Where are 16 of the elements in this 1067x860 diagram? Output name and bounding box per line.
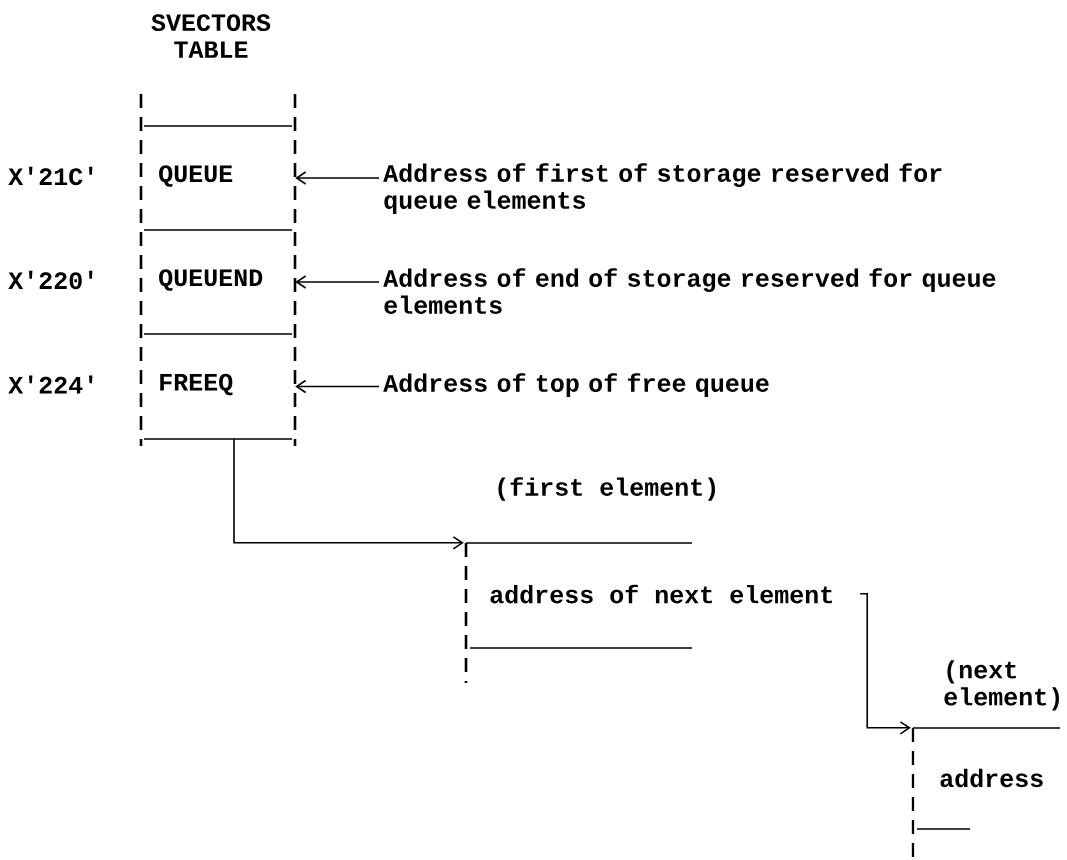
note-text: Address of top of free queue (383, 373, 769, 397)
arrow (295, 379, 380, 394)
queue-element-box: (next element) address (911, 660, 1061, 860)
arrow (859, 593, 911, 735)
address-label: X'224' (8, 375, 93, 394)
note-text: Address of first of storage reserved for queue elements (383, 163, 942, 214)
table-cell: FREEQ (143, 373, 293, 440)
arrow (295, 275, 380, 289)
table-cell: QUEUEND (143, 269, 293, 335)
address-label: X'220' (8, 270, 93, 290)
note-text: Address of end of storage reserved for queue elements (383, 268, 996, 314)
arrow (295, 171, 380, 185)
queue-element-box: (first element) address of next element (464, 477, 832, 683)
address-label: X'21C' (8, 166, 93, 186)
table-cell: QUEUE (143, 165, 293, 231)
arrow (233, 438, 464, 550)
